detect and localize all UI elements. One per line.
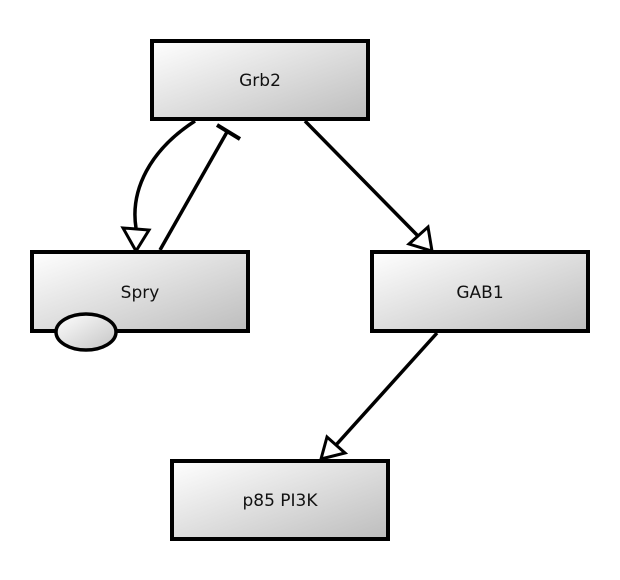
arrowhead-open-icon (120, 226, 152, 254)
arrowhead-open-icon (318, 434, 349, 462)
node-label: Grb2 (239, 71, 281, 91)
edge-grb2-spry-activation (120, 119, 196, 254)
node-p85-pi3k[interactable]: p85 PI3K (170, 459, 390, 541)
arrowhead-open-icon (406, 224, 434, 254)
edge-spry-grb2-inhibition (158, 123, 242, 251)
node-label: GAB1 (456, 283, 503, 303)
edge-gab1-p85-activation (318, 331, 439, 462)
inhibition-bar-icon (215, 123, 242, 141)
edge-grb2-gab1-activation (303, 119, 434, 254)
state-ellipse-icon (54, 312, 118, 352)
node-label: p85 PI3K (242, 491, 318, 511)
node-spry[interactable]: Spry (30, 250, 250, 352)
node-gab1[interactable]: GAB1 (370, 250, 590, 333)
node-label: Spry (121, 283, 160, 303)
node-grb2[interactable]: Grb2 (150, 39, 370, 121)
